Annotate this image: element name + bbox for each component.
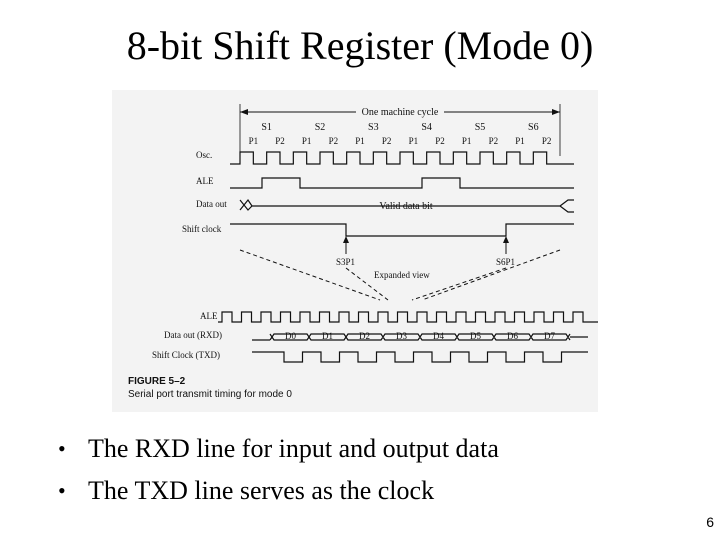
osc-waveform <box>230 151 574 165</box>
marker-label-s6p1: S6P1 <box>496 257 515 267</box>
cycle-arrow-left-head <box>240 109 248 115</box>
ale-waveform <box>230 177 574 189</box>
bullet-text: The TXD line serves as the clock <box>88 476 435 505</box>
phase-label: P1 <box>409 136 419 146</box>
marker-arrow-left-head <box>343 236 349 243</box>
expansion-line-right <box>421 249 561 301</box>
phase-label: P1 <box>355 136 365 146</box>
cycle-label: One machine cycle <box>362 107 439 118</box>
expanded-label-rxd: Data out (RXD) <box>164 330 222 340</box>
phase-label: P2 <box>382 136 392 146</box>
slide-title: 8-bit Shift Register (Mode 0) <box>126 23 594 68</box>
data-bit-label-d3: D3 <box>396 331 407 341</box>
data-bit-label-d7: D7 <box>544 331 555 341</box>
bullet-dot-icon: • <box>58 436 66 461</box>
expanded-txd-waveform <box>252 351 588 363</box>
phase-label: P2 <box>329 136 339 146</box>
data-out-waveform <box>239 198 574 213</box>
expanded-view-label: Expanded view <box>374 270 430 280</box>
expansion-line-left <box>239 249 381 301</box>
bullet-item: • The TXD line serves as the clock <box>58 470 499 512</box>
phase-label: P2 <box>275 136 285 146</box>
signal-label-data-out: Data out <box>196 199 227 209</box>
figure-caption-text: Serial port transmit timing for mode 0 <box>128 389 292 400</box>
bullet-dot-icon: • <box>58 478 66 503</box>
signal-label-osc: Osc. <box>196 150 212 160</box>
data-bit-labels: D0 D1 D2 D3 D4 D5 D6 D7 <box>285 331 555 341</box>
state-labels: S1 S2 S3 S4 S5 S6 <box>261 122 538 133</box>
cycle-arrow-right-head <box>552 109 560 115</box>
state-label-s5: S5 <box>475 122 486 133</box>
marker-label-s3p1: S3P1 <box>336 257 355 267</box>
data-bit-label-d2: D2 <box>359 331 370 341</box>
bullet-list: •The RXD line for input and output data … <box>58 428 499 512</box>
cycle-label-bg <box>356 105 444 118</box>
data-bit-label-d1: D1 <box>322 331 333 341</box>
page-number: 6 <box>706 514 714 530</box>
expanded-label-txd: Shift Clock (TXD) <box>152 350 220 360</box>
state-label-s1: S1 <box>261 122 272 133</box>
marker-arrow-right-head <box>503 236 509 243</box>
state-label-s3: S3 <box>368 122 379 133</box>
bullet-text: The RXD line for input and output data <box>88 434 499 463</box>
valid-data-label: Valid data bit <box>379 201 433 212</box>
phase-labels: P1 P2 P1 P2 P1 P2 P1 P2 P1 P2 P1 P2 <box>249 136 552 146</box>
shift-clock-waveform <box>230 223 574 237</box>
expansion-line-mid-right <box>411 267 507 301</box>
state-label-s6: S6 <box>528 122 539 133</box>
data-bit-label-d0: D0 <box>285 331 296 341</box>
bullet-item: • The RXD line for input and output data <box>58 428 499 470</box>
expanded-label-ale: ALE <box>200 311 218 321</box>
phase-label: P1 <box>249 136 259 146</box>
phase-label: P2 <box>489 136 499 146</box>
data-bit-label-d5: D5 <box>470 331 481 341</box>
state-label-s4: S4 <box>421 122 432 133</box>
expanded-ale-waveform <box>218 311 598 323</box>
phase-label: P1 <box>302 136 312 146</box>
data-bit-label-d6: D6 <box>507 331 518 341</box>
data-bit-label-d4: D4 <box>433 331 444 341</box>
expanded-rxd-waveform <box>252 333 588 341</box>
state-label-s2: S2 <box>315 122 326 133</box>
signal-label-ale: ALE <box>196 176 214 186</box>
signal-label-shift-clock: Shift clock <box>182 224 222 234</box>
phase-label: P1 <box>462 136 472 146</box>
phase-label: P2 <box>435 136 445 146</box>
expansion-line-mid-left <box>345 267 389 301</box>
figure-caption-title: FIGURE 5–2 <box>128 376 186 387</box>
phase-label: P2 <box>542 136 552 146</box>
phase-label: P1 <box>515 136 525 146</box>
